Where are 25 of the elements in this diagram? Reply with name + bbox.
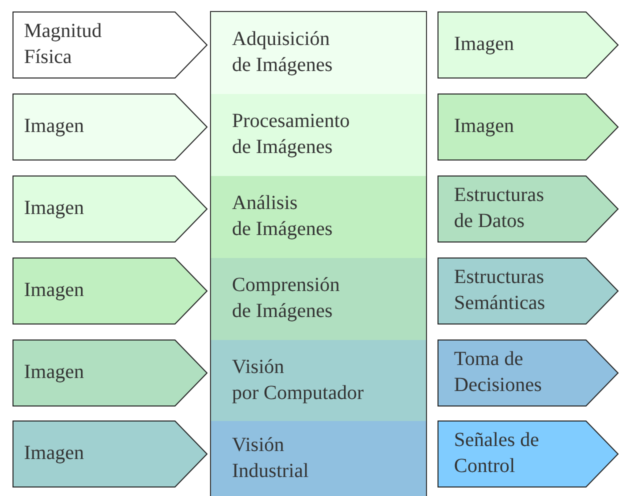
process-band [211,12,426,94]
process-band [211,258,426,340]
process-band [211,421,426,496]
data-label: Imagen [24,114,84,139]
data-label: Señales de Control [454,428,539,479]
process-band [211,94,426,176]
process-band [211,340,426,422]
process-band [211,176,426,258]
data-label: Toma de Decisiones [454,347,542,398]
data-label: Magnitud Física [24,19,102,70]
stage-label: Adquisición de Imágenes [232,27,333,78]
data-label: Imagen [24,441,84,466]
stage-label: Visión por Computador [232,355,364,406]
data-label: Estructuras de Datos [454,183,544,234]
stage-label: Visión Industrial [232,432,309,484]
data-label: Imagen [24,196,84,221]
stage-label: Comprensión de Imágenes [232,273,340,324]
stage-label: Análisis de Imágenes [232,191,333,242]
stage-label: Procesamiento de Imágenes [232,109,350,160]
data-label: Imagen [24,360,84,385]
data-label: Estructuras Semánticas [454,265,546,316]
process-column [210,11,427,496]
data-label: Imagen [454,114,514,139]
data-label: Imagen [24,278,84,303]
data-label: Imagen [454,32,514,57]
